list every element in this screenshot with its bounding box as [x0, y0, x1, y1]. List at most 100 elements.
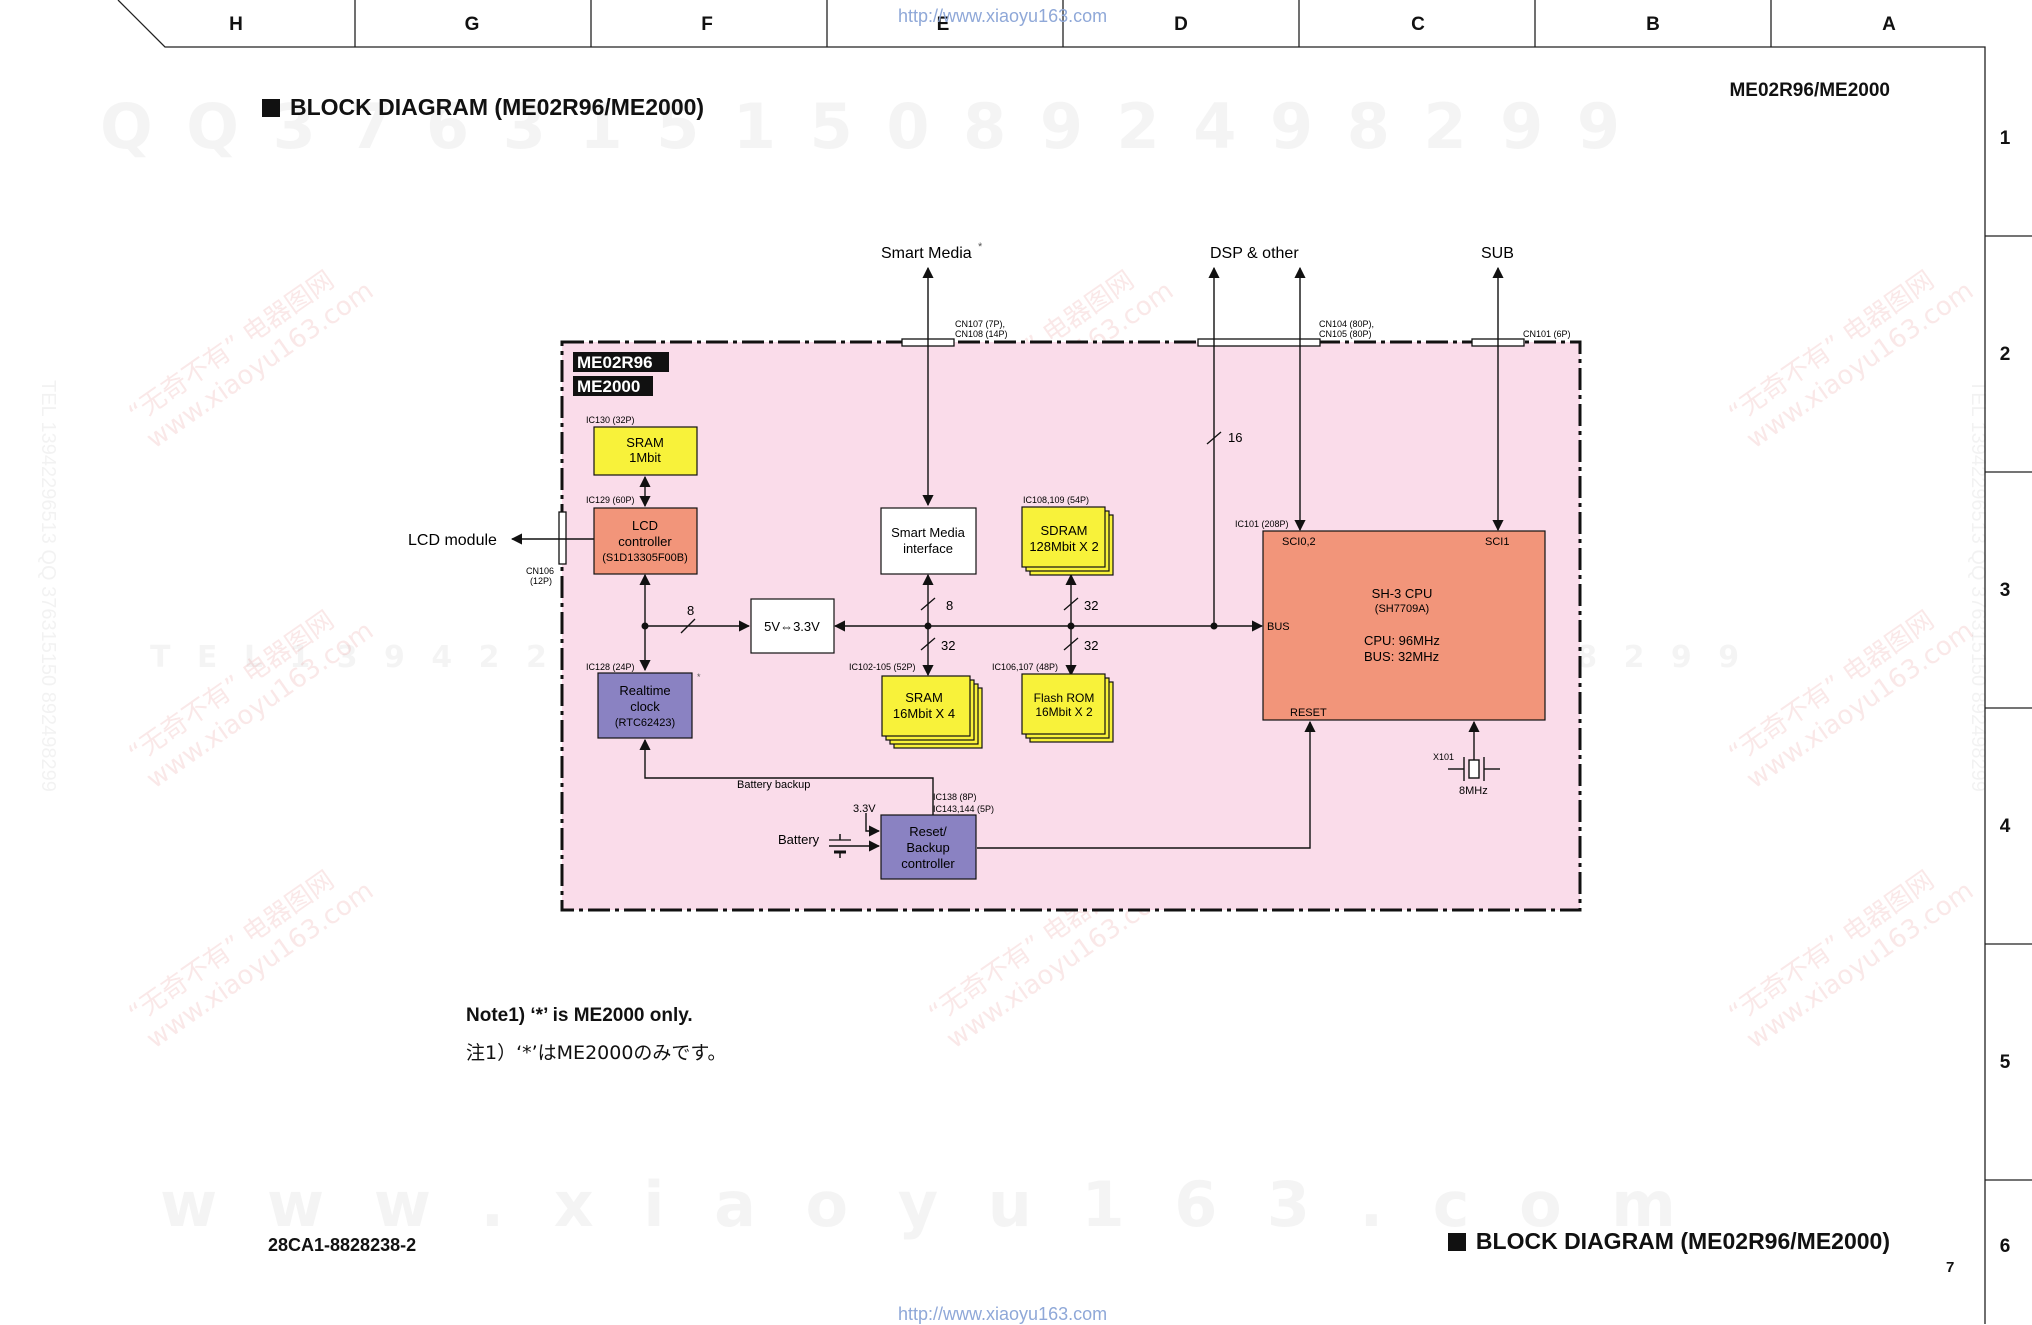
ic-ref: IC138 (8P) — [933, 792, 977, 802]
grid-row-label: 1 — [1999, 128, 2011, 149]
svg-text:16Mbit X 2: 16Mbit X 2 — [1035, 705, 1093, 719]
svg-text:16Mbit X 4: 16Mbit X 4 — [893, 706, 955, 721]
sh3-cpu-block: SCI0,2 SCI1 SH-3 CPU (SH7709A) BUS CPU: … — [1262, 530, 1546, 721]
connector-label: CN104 (80P), — [1319, 319, 1374, 329]
connector-label: (12P) — [530, 576, 552, 586]
bus-width: 32 — [941, 638, 955, 653]
grid-column-label: A — [1882, 14, 1896, 35]
svg-text:LCD: LCD — [632, 518, 658, 533]
svg-text:interface: interface — [903, 541, 953, 556]
connector-cn106 — [558, 511, 567, 565]
ic-ref: IC106,107 (48P) — [992, 662, 1058, 672]
me2000-mark: * — [978, 241, 983, 253]
grid-row-label: 2 — [1999, 344, 2011, 365]
ic-ref: IC101 (208P) — [1235, 519, 1289, 529]
reset-backup-controller-block: Reset/ Backup controller — [880, 814, 977, 880]
v33-feed — [865, 822, 881, 837]
title-square-icon — [262, 98, 280, 117]
connector-label: CN106 — [526, 566, 554, 576]
sdram-block: SDRAM 128Mbit X 2 — [1021, 506, 1114, 576]
battery-backup-link — [639, 738, 934, 822]
grid-row-label: 4 — [1999, 816, 2011, 837]
svg-text:SDRAM: SDRAM — [1041, 523, 1088, 538]
grid-column-label: D — [1174, 14, 1188, 35]
svg-text:ME02R96: ME02R96 — [577, 353, 653, 372]
connector-label: CN101 (6P) — [1523, 329, 1571, 339]
sram-1mbit-block: SRAM 1Mbit — [593, 426, 698, 476]
svg-text:5V⇔3.3V: 5V⇔3.3V — [764, 619, 820, 634]
svg-text:CPU: 96MHz: CPU: 96MHz — [1364, 633, 1440, 648]
crystal-freq: 8MHz — [1459, 785, 1488, 797]
grid-column-label: F — [701, 14, 713, 35]
ic-ref: IC102-105 (52P) — [849, 662, 916, 672]
grid-column-label: C — [1411, 14, 1425, 35]
bus-width: 8 — [946, 598, 953, 613]
svg-text:1Mbit: 1Mbit — [629, 450, 661, 465]
connector-label: CN108 (14P) — [955, 329, 1008, 339]
battery-icon — [829, 834, 851, 858]
lcd-controller-block: LCD controller (S1D13305F00B) — [593, 507, 698, 575]
svg-text:(SH7709A): (SH7709A) — [1375, 603, 1429, 615]
page-title: BLOCK DIAGRAM (ME02R96/ME2000) — [262, 94, 704, 121]
grid-column-label: H — [229, 14, 243, 35]
dsp-other-label: DSP & other — [1210, 245, 1299, 262]
note-japanese: 注1）‘*’はME2000のみです。 — [466, 1042, 727, 1064]
svg-text:SCI1: SCI1 — [1485, 536, 1509, 548]
battery-backup-label: Battery backup — [737, 779, 810, 791]
page-number: 7 — [1946, 1259, 1955, 1276]
side-tel-watermark: TEL 13942296513 QQ 376315150 892498299 — [1967, 380, 1989, 792]
svg-text:SCI0,2: SCI0,2 — [1282, 536, 1316, 548]
bus-width: 32 — [1084, 638, 1098, 653]
svg-text:BUS: 32MHz: BUS: 32MHz — [1364, 649, 1439, 664]
ic-ref: IC129 (60P) — [586, 495, 635, 505]
grid-column-label: E — [936, 14, 950, 35]
svg-text:controller: controller — [901, 856, 955, 871]
ic-ref: IC128 (24P) — [586, 662, 635, 672]
doc-number: 28CA1-8828238-2 — [268, 1235, 417, 1255]
svg-text:SH-3 CPU: SH-3 CPU — [1372, 586, 1433, 601]
ic-ref: IC108,109 (54P) — [1023, 495, 1089, 505]
smart-media-interface-block: Smart Media interface — [880, 507, 977, 575]
junction-dots — [641, 622, 1218, 630]
bus-width: 32 — [1084, 598, 1098, 613]
sub-label: SUB — [1481, 245, 1514, 262]
side-tel-watermark: TEL 13942296513 QQ 376315150 892498299 — [37, 380, 59, 792]
svg-text:controller: controller — [618, 534, 672, 549]
model-tag: ME2000 — [573, 376, 653, 396]
lcd-module-label: LCD module — [408, 532, 497, 549]
model-tag: ME02R96 — [573, 352, 669, 372]
sram-16mbit-block: SRAM 16Mbit X 4 — [881, 675, 983, 749]
svg-text:RESET: RESET — [1290, 707, 1327, 719]
bus-width: 16 — [1228, 430, 1242, 445]
svg-text:128Mbit X 2: 128Mbit X 2 — [1029, 539, 1098, 554]
svg-text:(RTC62423): (RTC62423) — [615, 717, 675, 729]
connector-label: CN107 (7P), — [955, 319, 1005, 329]
svg-text:Flash ROM: Flash ROM — [1034, 691, 1095, 705]
smart-media-label: Smart Media — [881, 245, 972, 262]
svg-text:Backup: Backup — [906, 840, 949, 855]
battery-label: Battery — [778, 832, 820, 847]
www-watermark: w w w . x i a o y u 1 6 3 . c o m — [160, 1168, 1690, 1241]
ic-ref: IC130 (32P) — [586, 415, 635, 425]
svg-text:SRAM: SRAM — [626, 435, 664, 450]
realtime-clock-block: Realtime clock (RTC62423) — [597, 672, 693, 739]
grid-row-label: 3 — [1999, 580, 2011, 601]
header-model: ME02R96/ME2000 — [1729, 80, 1890, 101]
grid-row-label: 6 — [1999, 1236, 2011, 1257]
svg-text:Realtime: Realtime — [619, 683, 670, 698]
v33-label: 3.3V — [853, 803, 876, 815]
ic-ref: X101 — [1433, 752, 1454, 762]
level-converter-block: 5V⇔3.3V — [750, 598, 835, 654]
me2000-mark: * — [697, 672, 701, 682]
bus-width: 8 — [687, 603, 694, 618]
footer-title: BLOCK DIAGRAM (ME02R96/ME2000) — [1447, 1228, 1890, 1255]
svg-text:Reset/: Reset/ — [909, 824, 947, 839]
url-watermark-bottom: http://www.xiaoyu163.com — [898, 1304, 1108, 1324]
url-watermark-top: http://www.xiaoyu163.com — [898, 6, 1108, 26]
connector-cn104 — [1197, 338, 1321, 347]
title-square-icon — [1447, 1232, 1466, 1251]
svg-text:(S1D13305F00B): (S1D13305F00B) — [602, 552, 688, 564]
